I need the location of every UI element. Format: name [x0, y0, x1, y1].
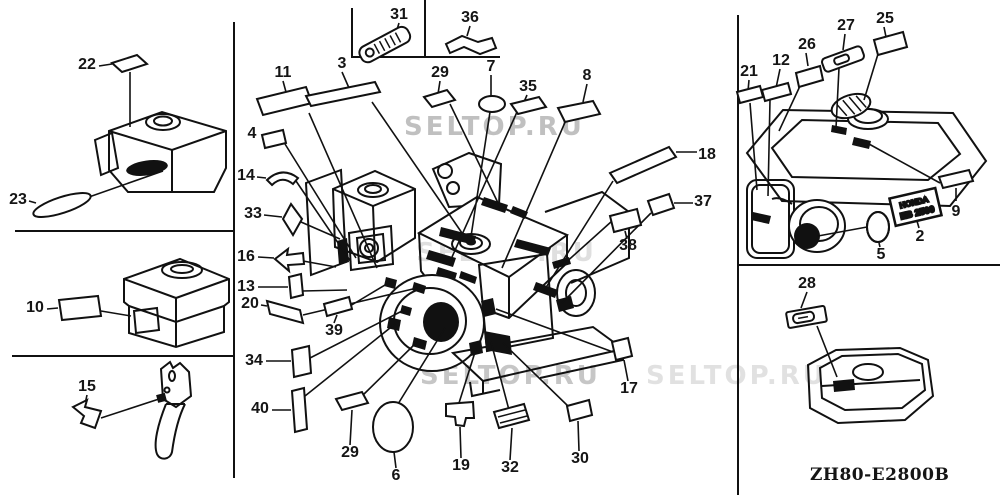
cover-drawing: [806, 346, 935, 425]
callout-16: 16: [237, 248, 255, 265]
fuel-tank-assembly-drawing: [745, 92, 988, 259]
callout-5: 5: [876, 246, 886, 263]
control-lever-drawing: [154, 360, 193, 460]
model-plate: HONDA EB 2500: [887, 186, 944, 228]
air-cleaner-drawing: [123, 257, 230, 349]
callout-19: 19: [452, 457, 470, 474]
callout-22: 22: [78, 56, 96, 73]
callout-28: 28: [798, 275, 816, 292]
callout-10: 10: [26, 299, 44, 316]
callout-40: 40: [251, 400, 269, 417]
callout-2: 2: [915, 228, 925, 245]
callout-29: 29: [341, 444, 359, 461]
callout-33: 33: [244, 205, 262, 222]
callout-32: 32: [501, 459, 519, 476]
callout-38: 38: [619, 237, 637, 254]
callout-7: 7: [486, 58, 496, 75]
tank-decals: [751, 125, 871, 224]
panel-borders: [12, 0, 1000, 495]
callout-37: 37: [694, 193, 712, 210]
callout-20: 20: [241, 295, 259, 312]
callout-25: 25: [876, 10, 894, 27]
callout-17: 17: [620, 380, 638, 397]
callout-29: 29: [431, 64, 449, 81]
callout-34: 34: [245, 352, 263, 369]
callout-8: 8: [582, 67, 592, 84]
callout-6: 6: [391, 467, 401, 484]
callout-21: 21: [740, 63, 758, 80]
callout-3: 3: [337, 55, 347, 72]
engine-assembly-drawing: [304, 151, 630, 398]
callout-18: 18: [698, 146, 716, 163]
engine-decals: [337, 197, 574, 356]
callout-27: 27: [837, 17, 855, 34]
callout-36: 36: [461, 9, 479, 26]
callout-15: 15: [78, 378, 96, 395]
callout-30: 30: [571, 450, 589, 467]
callout-9: 9: [951, 203, 961, 220]
callout-4: 4: [247, 125, 257, 142]
diagram-code: ZH80-E2800B: [810, 465, 950, 485]
callout-35: 35: [519, 78, 537, 95]
callout-39: 39: [325, 322, 343, 339]
callout-23: 23: [9, 191, 27, 208]
generator-unit-drawing: [93, 110, 227, 193]
callout-12: 12: [772, 52, 790, 69]
callout-11: 11: [274, 64, 292, 81]
callout-14: 14: [237, 167, 255, 184]
callout-26: 26: [798, 36, 816, 53]
callout-31: 31: [390, 6, 408, 23]
callout-13: 13: [237, 278, 255, 295]
label-tags: HONDA EB 2500: [32, 25, 975, 453]
